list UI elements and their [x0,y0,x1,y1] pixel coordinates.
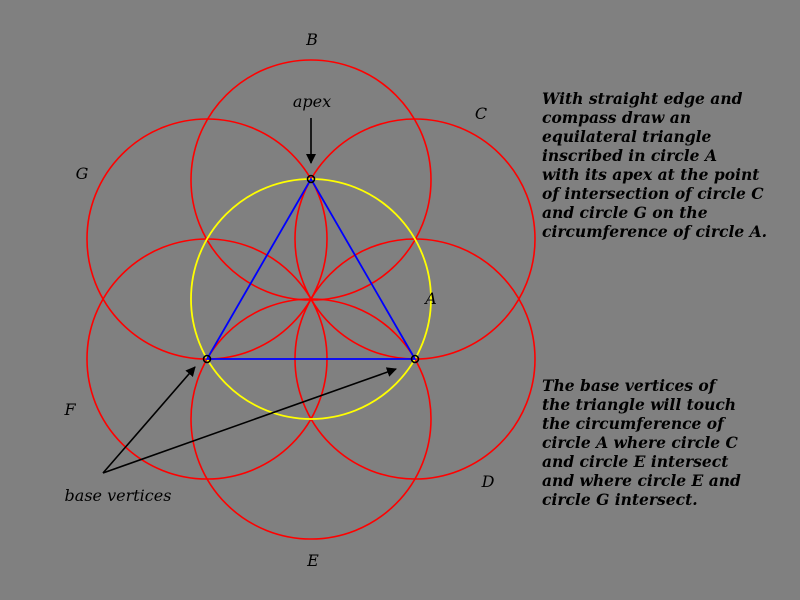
note-line: circle A where circle C [542,433,738,452]
label-G: G [76,164,89,183]
note-line: and where circle E and [542,471,741,490]
apex-vertex-marker [306,174,316,184]
right-base-vertex-marker [410,354,420,364]
label-F: F [63,400,76,419]
base-arrow-left [102,366,196,474]
instruction-line: compass draw an [542,108,692,127]
instruction-line: of intersection of circle C [542,184,764,203]
instruction-line: circumference of circle A. [542,222,768,241]
instruction-line: equilateral triangle [542,127,712,146]
instruction-line: inscribed in circle A [542,146,717,165]
note-line: the circumference of [542,414,724,433]
base-vertices-note: The base vertices of the triangle will t… [542,376,741,509]
equilateral-triangle [205,177,417,360]
label-A: A [423,289,437,308]
apex-label: apex [293,92,331,111]
instruction-line: With straight edge and [542,89,743,108]
label-E: E [306,551,319,570]
note-line: The base vertices of [542,376,716,395]
base-vertices-label: base vertices [65,486,172,505]
label-D: D [481,472,495,491]
note-line: and circle E intersect [542,452,729,471]
left-base-vertex-marker [202,354,212,364]
instruction-line: with its apex at the point [542,165,760,184]
instruction-line: and circle G on the [542,203,708,222]
label-B: B [305,30,318,49]
label-C: C [475,104,487,123]
base-arrow-right [102,367,397,474]
note-line: the triangle will touch [542,395,737,414]
note-line: circle G intersect. [542,490,698,509]
construction-instructions: With straight edge and compass draw an e… [542,89,767,241]
